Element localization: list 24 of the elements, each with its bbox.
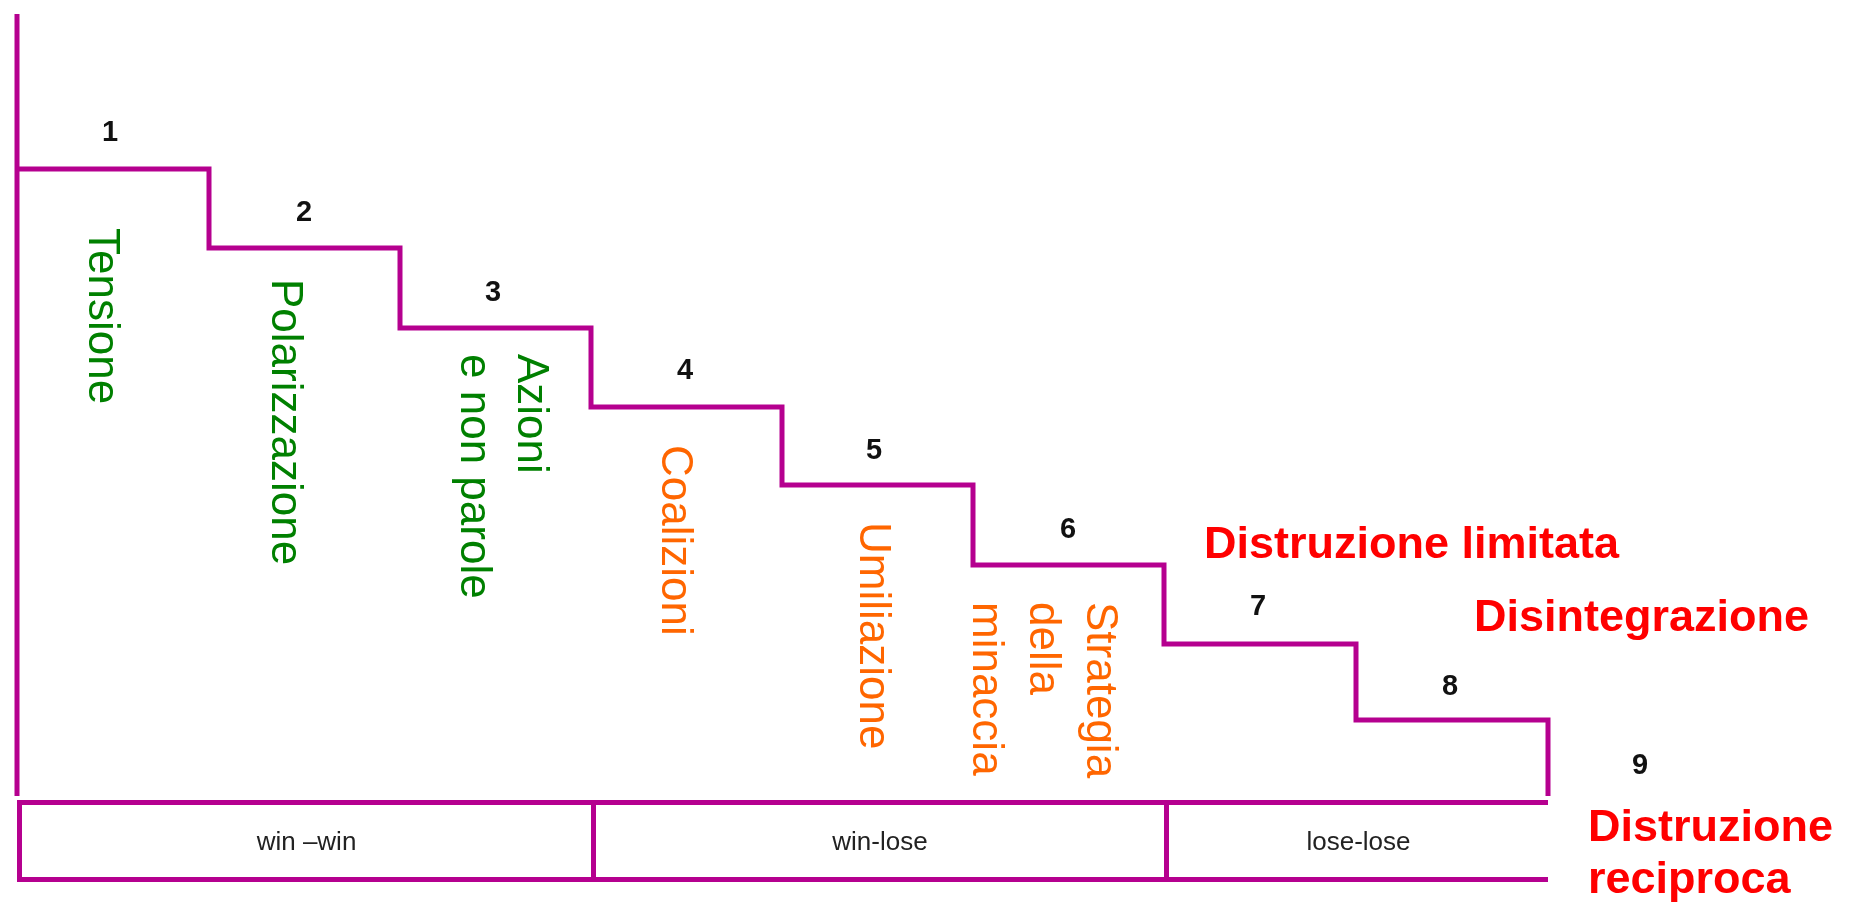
category-box: [591, 800, 1164, 882]
category-label: lose-lose: [1306, 825, 1411, 857]
category-label: win-lose: [832, 825, 928, 857]
step-number: 7: [1249, 588, 1267, 622]
stage-label: Umiliazione: [849, 522, 901, 750]
phase-label: Distruzione limitata: [1204, 517, 1620, 569]
step-number: 5: [865, 432, 883, 466]
category-box: [17, 800, 591, 882]
category-box: [1164, 800, 1548, 882]
stage-label: Strategia della minaccia: [962, 602, 1128, 781]
stage-label: Polarizzazione: [261, 279, 313, 566]
step-number: 3: [484, 274, 502, 308]
step-number: 2: [295, 194, 313, 228]
phase-label: Disintegrazione: [1474, 590, 1810, 642]
step-number: 9: [1631, 747, 1649, 781]
stage-label: Tensione: [78, 228, 130, 405]
stage-label: Azioni e non parole: [451, 354, 560, 599]
step-number: 1: [101, 114, 119, 148]
step-number: 6: [1059, 511, 1077, 545]
step-number: 8: [1441, 668, 1459, 702]
step-number: 4: [676, 352, 694, 386]
phase-label: Distruzione reciproca: [1588, 800, 1835, 904]
stage-label: Coalizioni: [651, 445, 703, 636]
category-label: win –win: [256, 825, 357, 857]
